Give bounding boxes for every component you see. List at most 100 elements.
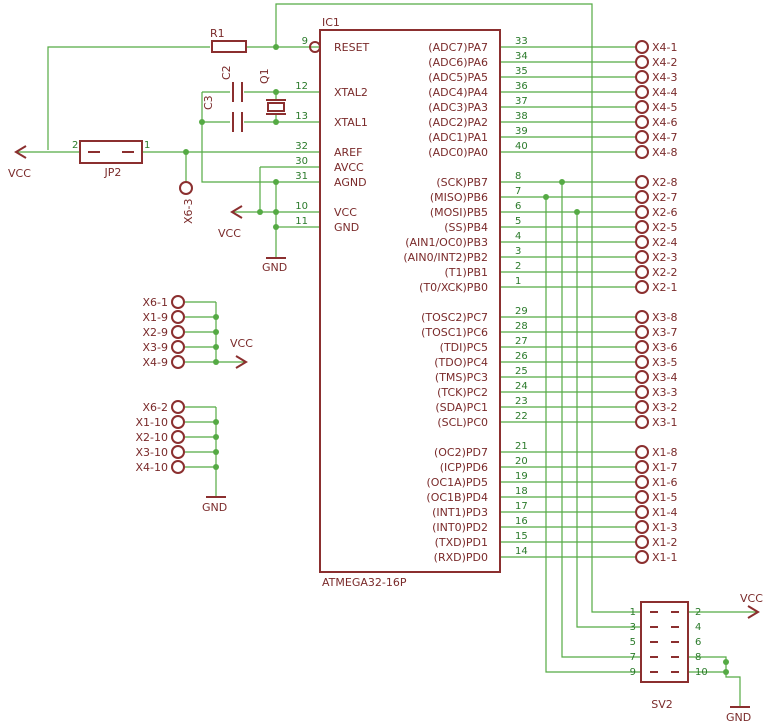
jp2-label: JP2 xyxy=(104,166,122,179)
gnd-terminal-x6-2 xyxy=(171,400,185,414)
connector-x2-2 xyxy=(635,265,649,279)
port-pin-number-3: 3 xyxy=(515,246,521,257)
port-pin-number-26: 26 xyxy=(515,351,528,362)
gnd-terms-label: GND xyxy=(202,501,227,514)
sv2-pin-8: 8 xyxy=(695,652,701,663)
connector-x4-6 xyxy=(635,115,649,129)
sck-isp-wire xyxy=(561,182,641,658)
connector-label-x1-8: X1-8 xyxy=(652,446,678,459)
connector-x3-3 xyxy=(635,385,649,399)
connector-label-x3-3: X3-3 xyxy=(652,386,678,399)
mosi-isp-wire xyxy=(576,212,641,628)
connector-x3-5 xyxy=(635,355,649,369)
gnd-terminal-label-x1-10: X1-10 xyxy=(135,416,168,429)
vcc-terminal-x1-9 xyxy=(171,310,185,324)
connector-label-x3-5: X3-5 xyxy=(652,356,678,369)
jp2-pin2: 2 xyxy=(72,140,78,151)
pin-number-11: 11 xyxy=(295,216,308,227)
vcc-terminal-label-x3-9: X3-9 xyxy=(142,341,168,354)
port-pin-tdopc4: (TDO)PC4 xyxy=(434,356,488,369)
sv2-body xyxy=(640,601,689,683)
connector-label-x3-6: X3-6 xyxy=(652,341,678,354)
gnd-sv2-label: GND xyxy=(726,711,751,724)
pin-number-12: 12 xyxy=(295,81,308,92)
vcc-terminal-label-x6-1: X6-1 xyxy=(142,296,168,309)
port-pin-sdapc1: (SDA)PC1 xyxy=(435,401,488,414)
vcc-terms-label: VCC xyxy=(230,337,253,350)
port-pin-icppd6: (ICP)PD6 xyxy=(440,461,488,474)
port-pin-number-20: 20 xyxy=(515,456,528,467)
texts: IC1ATMEGA32-16PRESET9XTAL212XTAL113AREF3… xyxy=(8,16,763,724)
sv2-pin-10: 10 xyxy=(695,667,708,678)
gnd-terminal-label-x3-10: X3-10 xyxy=(135,446,168,459)
pin-number-32: 32 xyxy=(295,141,308,152)
port-pin-number-19: 19 xyxy=(515,471,528,482)
pin-number-30: 30 xyxy=(295,156,308,167)
connector-label-x1-5: X1-5 xyxy=(652,491,678,504)
pin-name-aref: AREF xyxy=(334,146,362,159)
connector-x3-8 xyxy=(635,310,649,324)
gnd-terminal-x3-10 xyxy=(171,445,185,459)
pin-number-13: 13 xyxy=(295,111,308,122)
connector-label-x4-3: X4-3 xyxy=(652,71,678,84)
connector-x1-6 xyxy=(635,475,649,489)
pin-name-xtal2: XTAL2 xyxy=(334,86,368,99)
connector-x1-5 xyxy=(635,490,649,504)
connector-label-x4-6: X4-6 xyxy=(652,116,678,129)
connector-x4-7 xyxy=(635,130,649,144)
vcc-sv2-arrow xyxy=(747,605,760,619)
port-pin-tosc2pc7: (TOSC2)PC7 xyxy=(421,311,488,324)
port-pin-number-39: 39 xyxy=(515,126,528,137)
port-pin-number-34: 34 xyxy=(515,51,528,62)
connector-x3-4 xyxy=(635,370,649,384)
port-pin-sclpc0: (SCL)PC0 xyxy=(437,416,488,429)
port-pin-number-23: 23 xyxy=(515,396,528,407)
port-pin-int1pd3: (INT1)PD3 xyxy=(432,506,488,519)
port-pin-tosc1pc6: (TOSC1)PC6 xyxy=(421,326,488,339)
connector-x4-3 xyxy=(635,70,649,84)
vcc-left-label: VCC xyxy=(8,167,31,180)
connector-x3-2 xyxy=(635,400,649,414)
connector-label-x1-2: X1-2 xyxy=(652,536,678,549)
connector-label-x2-8: X2-8 xyxy=(652,176,678,189)
connector-label-x3-1: X3-1 xyxy=(652,416,678,429)
port-pin-number-37: 37 xyxy=(515,96,528,107)
jp2-pin1: 1 xyxy=(144,140,150,151)
connector-x1-2 xyxy=(635,535,649,549)
port-pin-number-36: 36 xyxy=(515,81,528,92)
vcc-terms-arrow xyxy=(235,355,248,369)
port-pin-number-15: 15 xyxy=(515,531,528,542)
vcc-left-arrow xyxy=(14,145,27,159)
port-pin-oc1apd5: (OC1A)PD5 xyxy=(426,476,488,489)
port-pin-number-22: 22 xyxy=(515,411,528,422)
connector-label-x4-1: X4-1 xyxy=(652,41,678,54)
parts xyxy=(14,29,760,708)
connector-x2-7 xyxy=(635,190,649,204)
port-pin-sspb4: (SS)PB4 xyxy=(444,221,488,234)
connector-x2-1 xyxy=(635,280,649,294)
port-pin-number-7: 7 xyxy=(515,186,521,197)
pin-number-31: 31 xyxy=(295,171,308,182)
port-pin-t1pb1: (T1)PB1 xyxy=(445,266,488,279)
connector-label-x4-2: X4-2 xyxy=(652,56,678,69)
jp2-body xyxy=(79,140,143,164)
pin-name-reset: RESET xyxy=(334,41,370,54)
port-pin-adc7pa7: (ADC7)PA7 xyxy=(428,41,488,54)
vcc-mid-label: VCC xyxy=(218,227,241,240)
connector-label-x2-1: X2-1 xyxy=(652,281,678,294)
port-pin-tckpc2: (TCK)PC2 xyxy=(437,386,488,399)
port-pin-number-21: 21 xyxy=(515,441,528,452)
sv2-pin-9: 9 xyxy=(630,667,636,678)
port-pin-number-27: 27 xyxy=(515,336,528,347)
port-pin-number-35: 35 xyxy=(515,66,528,77)
sv2-label: SV2 xyxy=(651,698,673,711)
wires xyxy=(16,3,758,707)
pin-name-vcc: VCC xyxy=(334,206,357,219)
miso-isp-wire xyxy=(545,197,641,673)
connector-label-x1-7: X1-7 xyxy=(652,461,678,474)
pin-name-avcc: AVCC xyxy=(334,161,364,174)
pin-name-agnd: AGND xyxy=(334,176,367,189)
port-pin-adc2pa2: (ADC2)PA2 xyxy=(428,116,488,129)
vcc-terminal-label-x2-9: X2-9 xyxy=(142,326,168,339)
